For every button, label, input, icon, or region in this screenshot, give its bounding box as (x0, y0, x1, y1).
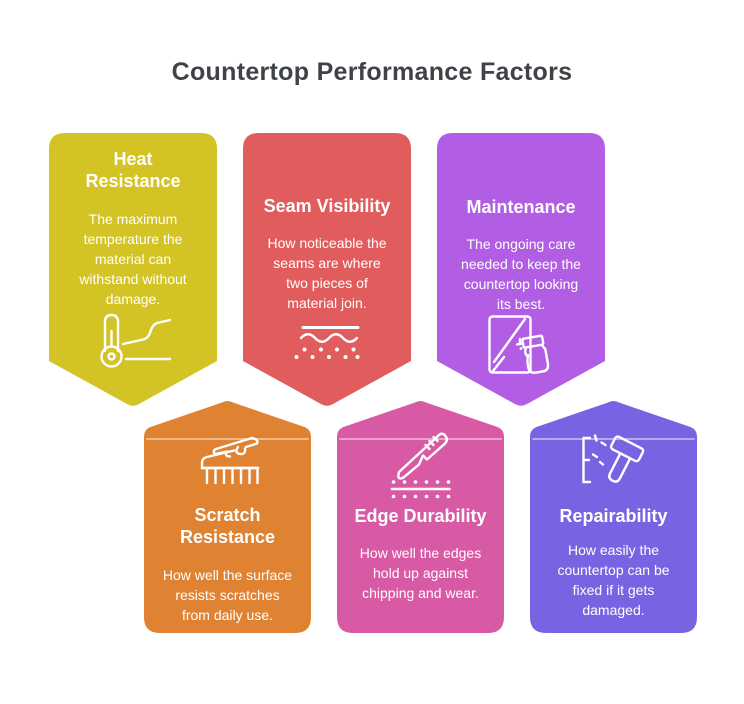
knife-icon (390, 427, 452, 499)
card-title: Repairability (559, 506, 668, 526)
hand-scratch-icon (194, 433, 262, 485)
card-title: Seam Visibility (263, 196, 391, 216)
seam-wave-icon (294, 325, 360, 359)
card-description: The maximum temperature the material can… (79, 211, 187, 307)
card-description: How well the surface resists scratches f… (162, 567, 293, 623)
card-pennant-shape (530, 401, 697, 633)
card-description: The ongoing care needed to keep the coun… (461, 236, 581, 312)
card-title: Scratch Resistance (179, 505, 276, 547)
card-scratch-resistance: Scratch Resistance How well the surface … (144, 400, 311, 633)
spray-bottle-icon (488, 314, 554, 374)
card-title: Maintenance (466, 197, 576, 217)
card-banner-shape (437, 133, 605, 406)
page-title: Countertop Performance Factors (171, 58, 573, 86)
card-repairability: Repairability How easily the countertop … (530, 400, 697, 633)
card-banner-shape (243, 133, 411, 406)
card-edge-durability: Edge Durability How well the edges hold … (337, 400, 504, 633)
card-seam-divider (339, 438, 502, 440)
card-pennant-shape (337, 401, 504, 633)
hammer-crack-icon (576, 431, 652, 487)
card-seam-divider (146, 438, 309, 440)
card-heat-resistance: Heat Resistance The maximum temperature … (49, 133, 217, 408)
card-banner-shape (49, 133, 217, 406)
card-seam-visibility: Seam Visibility How noticeable the seams… (243, 133, 411, 408)
card-description: How noticeable the seams are where two p… (267, 235, 387, 311)
card-maintenance: Maintenance The ongoing care needed to k… (437, 133, 605, 408)
card-title: Heat Resistance (85, 149, 181, 191)
card-description: How easily the countertop can be fixed i… (557, 542, 670, 618)
card-title: Edge Durability (354, 506, 487, 526)
thermometer-icon (93, 311, 173, 369)
card-description: How well the edges hold up against chipp… (359, 545, 482, 601)
card-pennant-shape (144, 401, 311, 633)
